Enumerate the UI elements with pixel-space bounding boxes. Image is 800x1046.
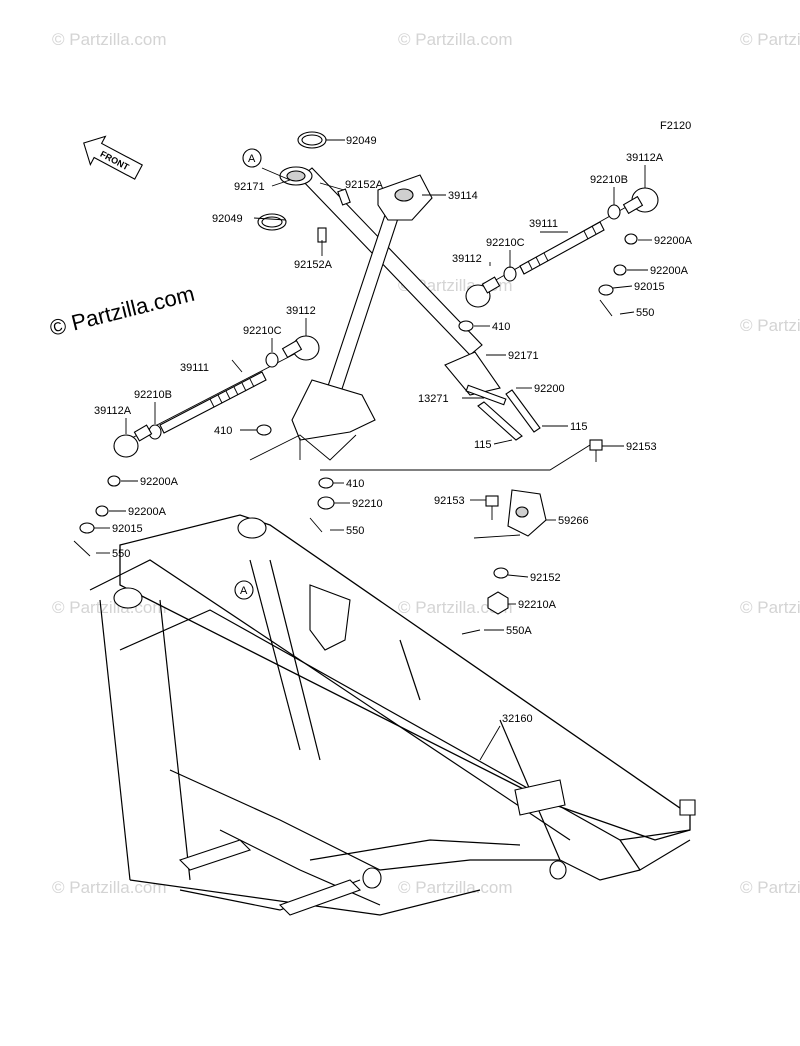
steering-column: A [242,148,501,441]
callout-92015-left: 92015 [112,523,143,535]
callout-550-right: 550 [636,307,654,319]
watermark: © Partzilla.com [52,598,167,617]
callout-115-right: 115 [570,421,588,433]
callout-92200: 92200 [534,383,565,395]
diagram-code: F2120 [660,120,691,132]
callout-115-left: 115 [474,439,492,451]
callout-92210b-left: 92210B [134,389,172,401]
front-arrow-icon: FRONT [83,135,143,180]
callout-92152: 92152 [530,572,561,584]
callout-410-right: 410 [492,321,510,333]
callout-92171-top: 92171 [234,181,265,193]
watermark: © Partzilla.com [398,30,513,49]
watermark: © Partzilla.com [740,598,800,617]
callout-550-center: 550 [346,525,364,537]
watermark: © Partzilla.com [52,30,167,49]
callout-39114: 39114 [448,190,478,202]
callout-410-center: 410 [346,478,364,490]
callout-92210a: 92210A [518,599,557,611]
callout-92210-center: 92210 [352,498,383,510]
callout-550-left: 550 [112,548,130,560]
watermark: © Partzilla.com [740,878,800,897]
callout-92153-center: 92153 [434,495,465,507]
partzilla-logo-watermark: © Partzilla.com [47,281,197,341]
callout-92210c-right: 92210C [486,237,525,249]
callout-550a: 550A [506,625,532,637]
tie-rod-right [458,187,659,332]
callout-39111-right: 39111 [529,218,558,230]
callout-410-left: 410 [214,425,232,437]
watermark: © Partzilla.com [398,598,513,617]
callout-92152a-mid: 92152A [294,259,333,271]
watermark: © Partzilla.com [740,316,800,335]
leader-lines [94,139,652,761]
callout-59266: 59266 [558,515,589,527]
callout-a-letter-frame: A [240,585,248,597]
callout-92200a-r1: 92200A [654,235,693,247]
callout-92171-mid: 92171 [508,350,539,362]
callout-92049-mid: 92049 [212,213,243,225]
callout-39112-left: 39112 [286,305,316,317]
callout-a-marker-frame [234,580,254,600]
callout-39112-right: 39112 [452,253,482,265]
callout-a-marker [242,148,262,168]
callout-92200a-l1: 92200A [140,476,179,488]
watermark: © Partzilla.com [398,878,513,897]
callout-92210b-right: 92210B [590,174,628,186]
main-frame: A [89,514,696,916]
callout-39111-left: 39111 [180,362,209,374]
callout-92152a-top: 92152A [345,179,384,191]
callout-92153-right: 92153 [626,441,657,453]
callout-39112a-left: 39112A [94,405,132,417]
watermark: © Partzilla.com [740,30,800,49]
center-hardware [309,384,603,635]
callout-92210c-left: 92210C [243,325,282,337]
callout-92200a-l2: 92200A [128,506,167,518]
watermarks: © Partzilla.com © Partzilla.com © Partzi… [47,30,800,897]
callout-92200a-r2: 92200A [650,265,689,277]
callout-92015-right: 92015 [634,281,665,293]
tie-rod-left [73,335,357,557]
watermark: © Partzilla.com [52,878,167,897]
callout-92049-top: 92049 [346,135,377,147]
callouts: 92049 92171 92152A 39114 92049 92152A 39… [94,135,693,725]
callout-39112a-right: 39112A [626,152,664,164]
callout-32160: 32160 [502,713,533,725]
callout-13271: 13271 [418,393,449,405]
callout-a-letter: A [248,153,256,165]
